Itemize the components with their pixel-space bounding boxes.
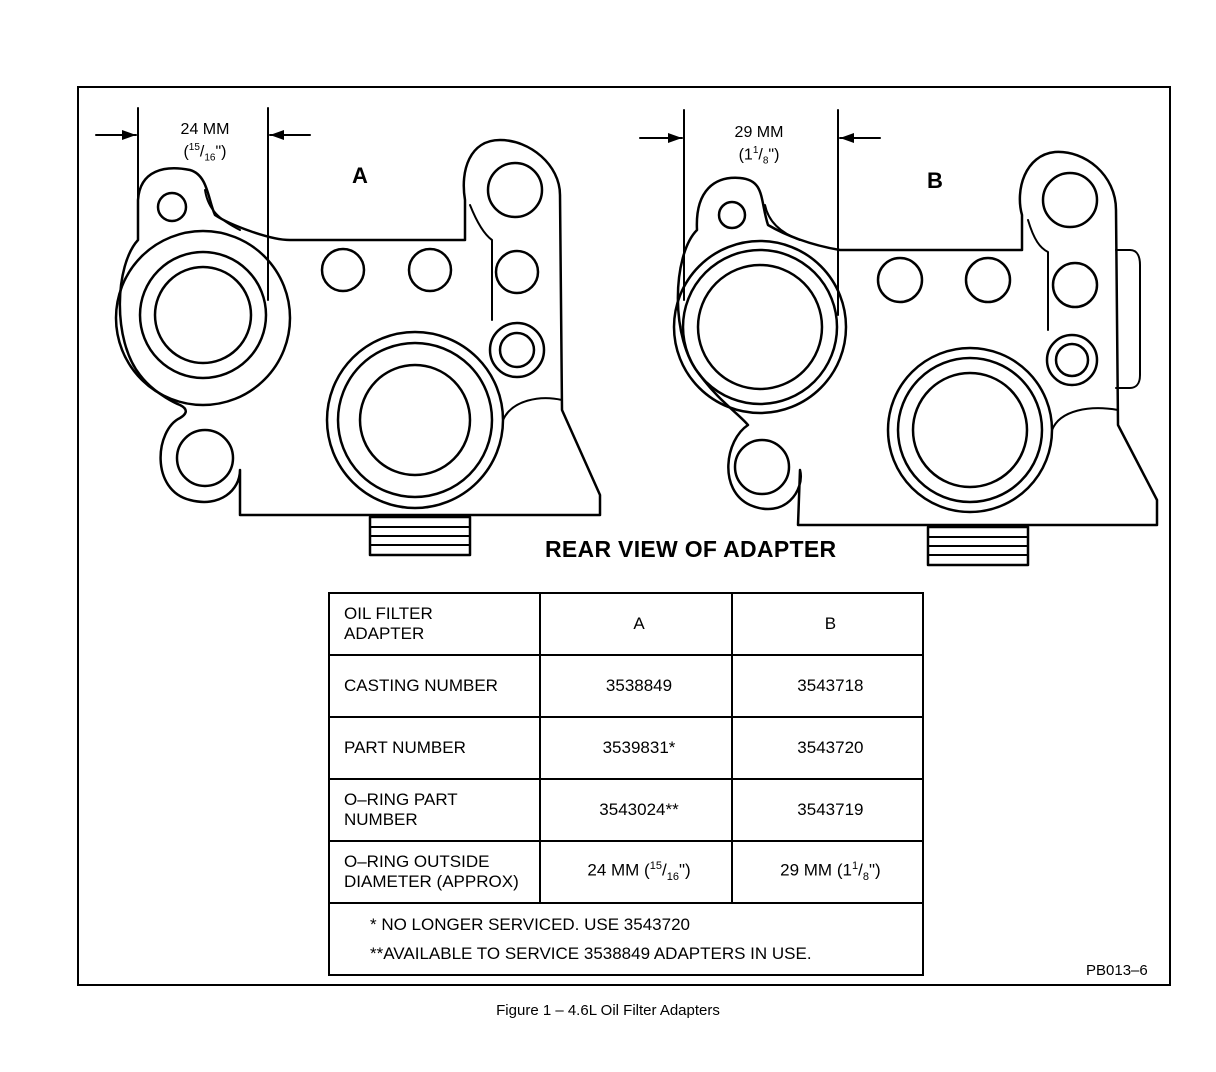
table-footnotes-row: * NO LONGER SERVICED. USE 3543720 **AVAI… <box>328 902 924 976</box>
dimension-label-b: 29 MM (11/8") <box>714 124 804 171</box>
table-row-diameter: O–RING OUTSIDE DIAMETER (APPROX) 24 MM (… <box>327 840 925 904</box>
row-value-b: 3543719 <box>730 778 925 842</box>
adapter-a-drawing <box>95 107 602 557</box>
adapter-b-drawing <box>639 109 1159 567</box>
table-header-row: OIL FILTER ADAPTER A B <box>327 592 925 656</box>
view-label-a: A <box>352 163 368 188</box>
figure-frame <box>77 86 1171 986</box>
row-value-a: 3538849 <box>539 654 733 718</box>
dimension-a-mm: 24 MM <box>180 121 230 138</box>
row-label: O–RING OUTSIDE DIAMETER (APPROX) <box>327 840 542 904</box>
figure-code: PB013–6 <box>1086 962 1148 979</box>
view-label-b: B <box>927 168 943 193</box>
spec-table: OIL FILTER ADAPTER A B CASTING NUMBER 35… <box>327 592 925 976</box>
row-label: CASTING NUMBER <box>327 654 542 718</box>
dimension-b-mm: 29 MM <box>734 124 784 141</box>
dimension-b-inches: (11/8") <box>738 145 780 167</box>
table-footnotes: * NO LONGER SERVICED. USE 3543720 **AVAI… <box>328 902 924 976</box>
row-value-a: 3539831* <box>539 716 733 780</box>
table-row: CASTING NUMBER 3538849 3543718 <box>327 654 925 718</box>
table-row: PART NUMBER 3539831* 3543720 <box>327 716 925 780</box>
row-label: O–RING PART NUMBER <box>327 778 542 842</box>
table-row: O–RING PART NUMBER 3543024** 3543719 <box>327 778 925 842</box>
row-value-b: 3543718 <box>730 654 925 718</box>
row-label: PART NUMBER <box>327 716 542 780</box>
footnote: **AVAILABLE TO SERVICE 3538849 ADAPTERS … <box>370 944 812 963</box>
figure-caption: Figure 1 – 4.6L Oil Filter Adapters <box>496 1002 720 1019</box>
footnote: * NO LONGER SERVICED. USE 3543720 <box>370 915 690 934</box>
header-label: OIL FILTER ADAPTER <box>327 592 542 656</box>
dimension-label-a: 24 MM (15/16") <box>160 121 250 168</box>
row-value-a: 24 MM (15/16") <box>539 840 733 904</box>
row-value-b: 29 MM (11/8") <box>730 840 925 904</box>
diagram-title: REAR VIEW OF ADAPTER <box>545 536 837 562</box>
row-value-b: 3543720 <box>730 716 925 780</box>
header-col-b: B <box>730 592 925 656</box>
dimension-a-inches: (15/16") <box>183 142 227 164</box>
header-col-a: A <box>539 592 733 656</box>
row-value-a: 3543024** <box>539 778 733 842</box>
